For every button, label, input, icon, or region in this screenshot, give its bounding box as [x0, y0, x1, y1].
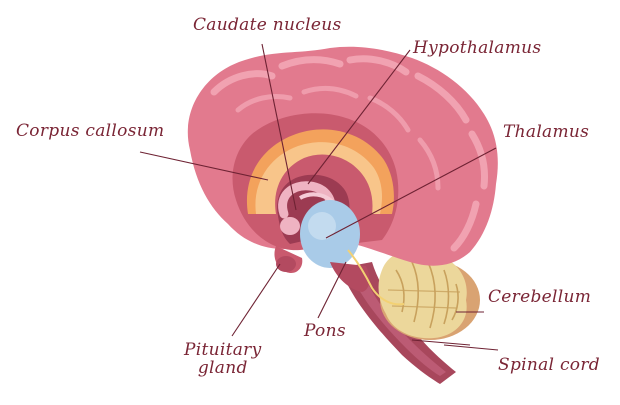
label-pons: Pons [304, 321, 346, 341]
leader-caudate [261, 43, 297, 211]
label-thalamus: Thalamus [503, 122, 590, 142]
thalamus-shape [300, 200, 360, 268]
leader-hypothalamus [307, 49, 411, 185]
label-pituitary-line1: Pituitary [184, 340, 262, 360]
pituitary-shape [274, 246, 303, 274]
leader-thalamus [325, 147, 497, 239]
label-caudate-nucleus: Caudate nucleus [193, 15, 342, 35]
label-spinal-cord: Spinal cord [498, 355, 600, 375]
leader-corpus-callosum [139, 151, 269, 181]
label-cerebellum: Cerebellum [488, 287, 592, 307]
leader-pons [317, 261, 347, 319]
label-hypothalamus: Hypothalamus [413, 38, 542, 58]
label-pituitary-gland: Pituitary gland [184, 341, 262, 377]
leader-spinal-cord [443, 344, 499, 351]
cerebellum-shape [378, 249, 480, 340]
leader-lines [139, 43, 499, 351]
label-pituitary-line2: gland [197, 358, 248, 378]
leader-pituitary [231, 263, 281, 337]
label-corpus-callosum: Corpus callosum [16, 121, 165, 141]
pons-shape [330, 262, 370, 292]
